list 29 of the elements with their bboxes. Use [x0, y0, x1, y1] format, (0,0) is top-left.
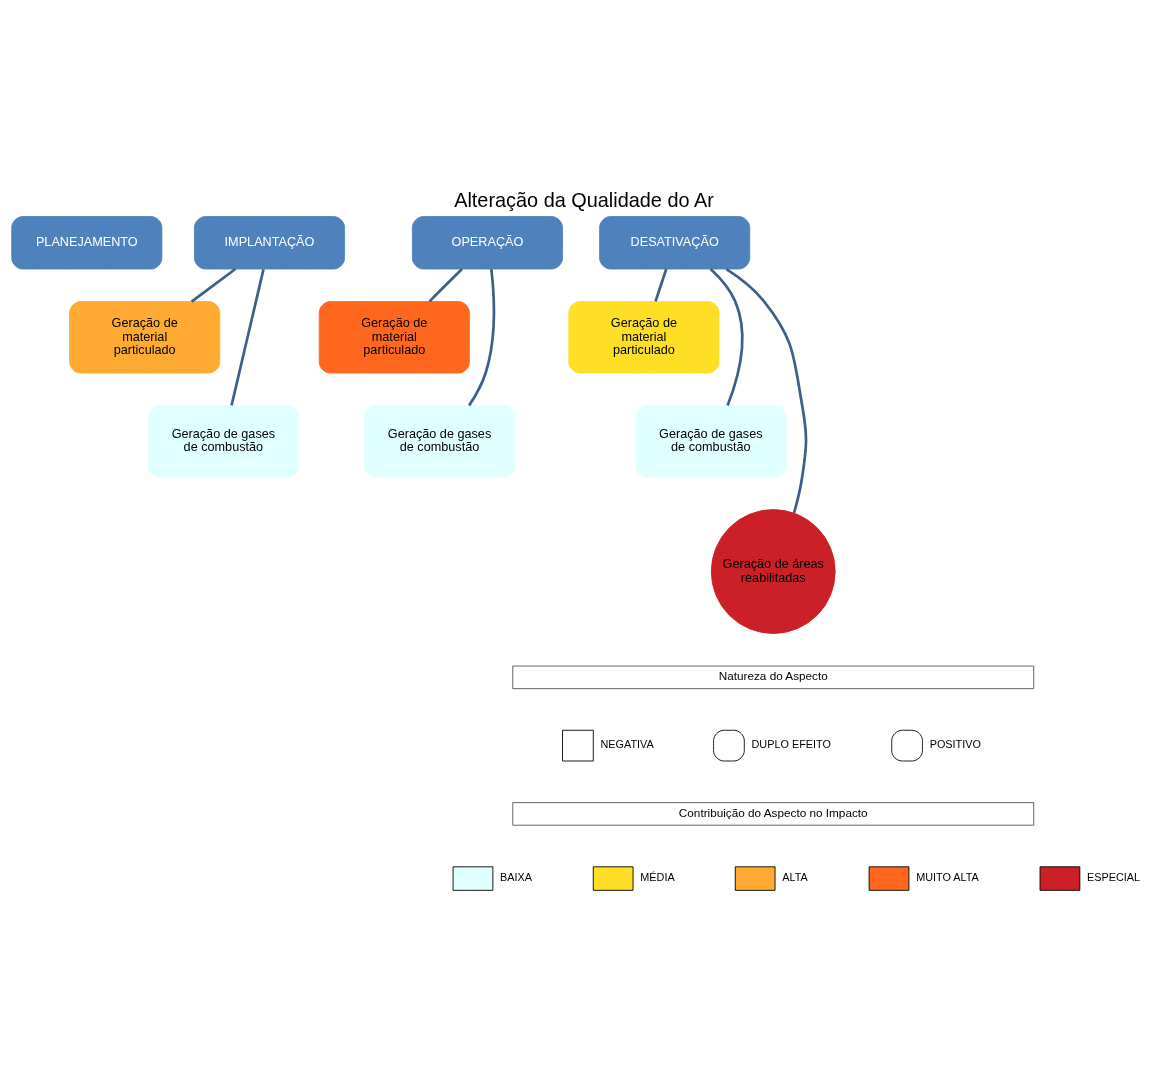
node-circle: Geração de áreas reabilitadas [710, 508, 836, 634]
label: Natureza do Aspecto [718, 668, 828, 682]
node-box: PLANEJAMENTO [11, 215, 163, 269]
connector [190, 267, 237, 303]
node-box: IMPLANTAÇÃO [194, 215, 345, 269]
legend-label: MUITO ALTA [916, 870, 979, 883]
connector [709, 267, 744, 406]
legend-label: POSITIVO [929, 737, 981, 750]
node-box: Geração de material particulado [69, 300, 221, 373]
legend-label: MÉDIA [640, 870, 675, 883]
legend-label: ESPECIAL [1087, 870, 1141, 883]
connector [428, 267, 463, 302]
legend-label: DUPLO EFEITO [751, 737, 831, 750]
diagram-title: Alteração da Qualidade do Ar [454, 188, 714, 211]
label: Contribuição do Aspecto no Impacto [678, 805, 868, 819]
node-box: Geração de gases de combustão [635, 404, 787, 477]
node-box: OPERAÇÃO [411, 215, 563, 269]
connector [654, 268, 668, 302]
legend-label: ALTA [782, 870, 808, 883]
connector [725, 267, 808, 513]
legend-label: BAIXA [500, 870, 533, 883]
legend-label: NEGATIVA [600, 737, 654, 750]
node-box: Geração de material particulado [568, 300, 720, 373]
connector [468, 268, 496, 406]
node-box: DESATIVAÇÃO [599, 215, 751, 269]
node-box: Geração de gases de combustão [364, 404, 516, 477]
node-box: Geração de gases de combustão [147, 404, 299, 477]
node-box: Geração de material particulado [318, 300, 470, 373]
connector [230, 268, 265, 406]
